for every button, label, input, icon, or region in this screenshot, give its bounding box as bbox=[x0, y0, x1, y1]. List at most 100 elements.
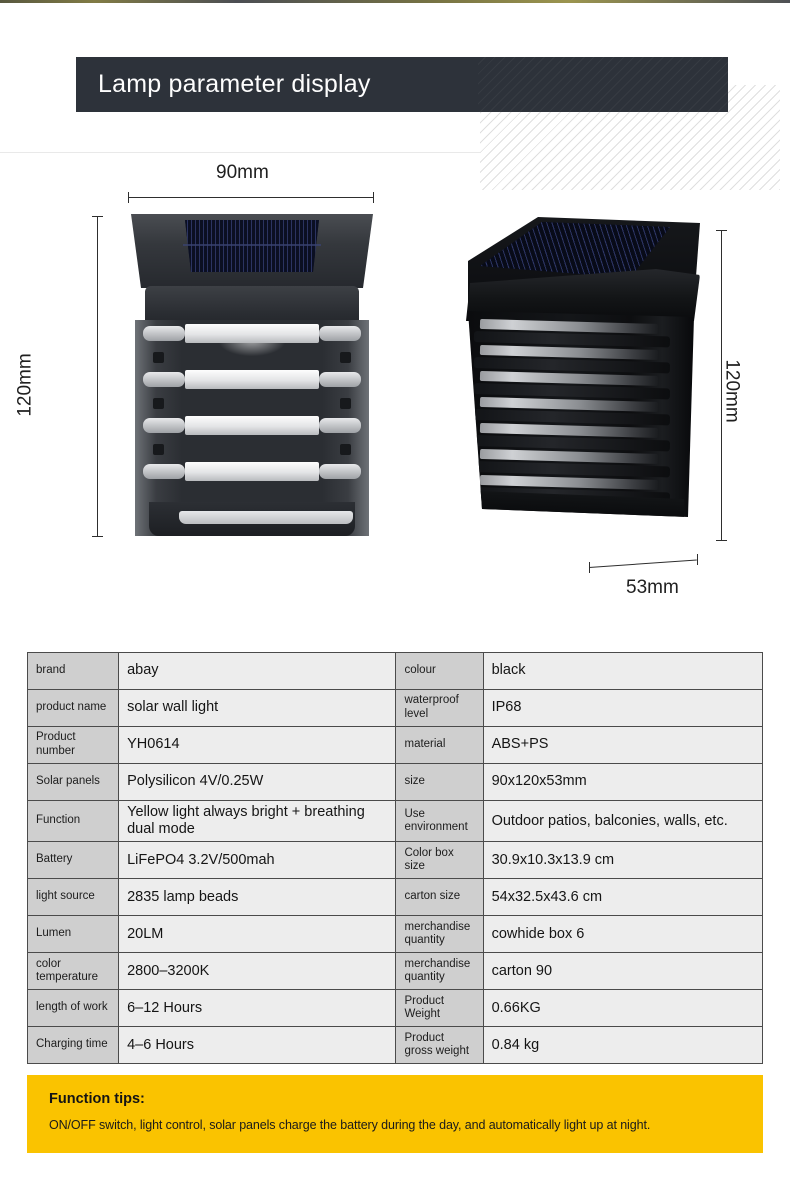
lamp-louver-wing-right bbox=[319, 464, 361, 479]
lamp-base bbox=[149, 502, 355, 536]
spec-value: black bbox=[482, 652, 764, 690]
lamp-louver-wing-left bbox=[143, 418, 185, 433]
function-tips-title: Function tips: bbox=[49, 1091, 145, 1107]
lamp-side-stud bbox=[153, 398, 164, 409]
product-figure: 90mm 120mm bbox=[0, 150, 790, 635]
spec-label: size bbox=[395, 763, 484, 801]
spec-value: 2835 lamp beads bbox=[118, 878, 397, 917]
dimension-cap-top bbox=[716, 230, 727, 231]
table-row: color temperature 2800–3200K merchandise… bbox=[26, 952, 764, 991]
lamp-base-diffuser bbox=[179, 511, 353, 524]
header-underline bbox=[0, 152, 480, 153]
spec-label: Solar panels bbox=[26, 763, 120, 801]
spec-label: Color box size bbox=[395, 841, 484, 880]
lamp-louver-slat bbox=[185, 370, 319, 389]
spec-label: merchandise quantity bbox=[395, 952, 484, 991]
spec-label: carton size bbox=[395, 878, 484, 917]
spec-value: 0.66KG bbox=[482, 989, 764, 1028]
dimension-line-width bbox=[128, 197, 373, 198]
dimension-cap-bottom bbox=[92, 536, 103, 537]
lamp-louver-wing-right bbox=[319, 418, 361, 433]
dimension-line-height-angle bbox=[721, 230, 722, 540]
function-tips-text: ON/OFF switch, light control, solar pane… bbox=[49, 1118, 651, 1132]
lamp-side-stud bbox=[340, 398, 351, 409]
spec-label: Product number bbox=[26, 726, 120, 764]
spec-label: Function bbox=[26, 799, 120, 843]
page-title: Lamp parameter display bbox=[98, 69, 371, 98]
lamp-side-stud bbox=[153, 352, 164, 363]
dimension-line-depth bbox=[588, 559, 697, 568]
lamp-side-stud bbox=[153, 444, 164, 455]
table-row: Function Yellow light always bright + br… bbox=[26, 799, 764, 843]
spec-label: merchandise quantity bbox=[395, 915, 484, 954]
solar-wall-lamp-front-view bbox=[131, 214, 373, 536]
spec-label: waterproof level bbox=[395, 689, 484, 727]
table-row: brand abay colour black bbox=[26, 652, 764, 690]
spec-label: light source bbox=[26, 878, 120, 917]
dimension-cap-bottom bbox=[716, 540, 727, 541]
spec-value: 90x120x53mm bbox=[482, 763, 764, 801]
spec-label: material bbox=[395, 726, 484, 764]
lamp-louver-slat bbox=[185, 324, 319, 343]
spec-value: 30.9x10.3x13.9 cm bbox=[482, 841, 764, 880]
table-row: Lumen 20LM merchandise quantity cowhide … bbox=[26, 915, 764, 954]
lamp-side-stud bbox=[340, 444, 351, 455]
spec-value: abay bbox=[118, 652, 397, 690]
spec-value: carton 90 bbox=[482, 952, 764, 991]
spec-label: length of work bbox=[26, 989, 120, 1028]
table-row: Solar panels Polysilicon 4V/0.25W size 9… bbox=[26, 763, 764, 801]
dimension-label-depth-53mm: 53mm bbox=[626, 577, 679, 598]
lamp-louver-wing-left bbox=[143, 372, 185, 387]
lamp-louver-slat bbox=[185, 462, 319, 481]
lamp-body-angled bbox=[468, 311, 694, 517]
table-row: length of work 6–12 Hours Product Weight… bbox=[26, 989, 764, 1028]
spec-value: 20LM bbox=[118, 915, 397, 954]
dimension-label-width-90mm: 90mm bbox=[216, 162, 269, 183]
spec-label: Battery bbox=[26, 841, 120, 880]
spec-label: color temperature bbox=[26, 952, 120, 991]
solar-wall-lamp-angled-view bbox=[462, 217, 700, 517]
dimension-cap-top bbox=[92, 216, 103, 217]
dimension-cap-left bbox=[128, 192, 129, 203]
top-edge-strip bbox=[0, 0, 790, 3]
lamp-louver-wing-right bbox=[319, 372, 361, 387]
header-bar: Lamp parameter display bbox=[76, 57, 728, 112]
solar-panel-icon bbox=[185, 220, 319, 272]
spec-value: solar wall light bbox=[118, 689, 397, 727]
spec-value: 4–6 Hours bbox=[118, 1026, 397, 1065]
page-header: Lamp parameter display bbox=[0, 40, 790, 190]
spec-value: Yellow light always bright + breathing d… bbox=[118, 799, 397, 843]
lamp-louver-wing-left bbox=[143, 326, 185, 341]
spec-value: Outdoor patios, balconies, walls, etc. bbox=[482, 799, 764, 843]
lamp-louver-slat bbox=[185, 416, 319, 435]
spec-label: Lumen bbox=[26, 915, 120, 954]
lamp-side-stud bbox=[340, 352, 351, 363]
dimension-label-height-angle-120mm: 120mm bbox=[721, 359, 743, 423]
spec-value: 0.84 kg bbox=[482, 1026, 764, 1065]
spec-value: cowhide box 6 bbox=[482, 915, 764, 954]
dimension-cap-right bbox=[697, 554, 698, 565]
dimension-label-height-front-120mm: 120mm bbox=[14, 353, 36, 417]
spec-label: Product Weight bbox=[395, 989, 484, 1028]
spec-label: colour bbox=[395, 652, 484, 690]
solar-panel-divider bbox=[183, 244, 321, 246]
dimension-cap-right bbox=[373, 192, 374, 203]
spec-value: IP68 bbox=[482, 689, 764, 727]
table-row: Battery LiFePO4 3.2V/500mah Color box si… bbox=[26, 841, 764, 880]
table-row: Charging time 4–6 Hours Product gross we… bbox=[26, 1026, 764, 1065]
spec-value: YH0614 bbox=[118, 726, 397, 764]
spec-label: Product gross weight bbox=[395, 1026, 484, 1065]
dimension-cap-left bbox=[589, 562, 590, 573]
table-row: Product number YH0614 material ABS+PS bbox=[26, 726, 764, 764]
table-row: product name solar wall light waterproof… bbox=[26, 689, 764, 727]
spec-value: 2800–3200K bbox=[118, 952, 397, 991]
spec-label: Charging time bbox=[26, 1026, 120, 1065]
specification-table: brand abay colour black product name sol… bbox=[26, 652, 764, 1065]
lamp-louver-wing-right bbox=[319, 326, 361, 341]
lamp-louver-stack bbox=[135, 320, 369, 536]
lamp-louver-wing-left bbox=[143, 464, 185, 479]
spec-value: LiFePO4 3.2V/500mah bbox=[118, 841, 397, 880]
spec-value: 54x32.5x43.6 cm bbox=[482, 878, 764, 917]
spec-label: Use environment bbox=[395, 799, 484, 843]
header-hatch-overlay bbox=[478, 57, 728, 112]
